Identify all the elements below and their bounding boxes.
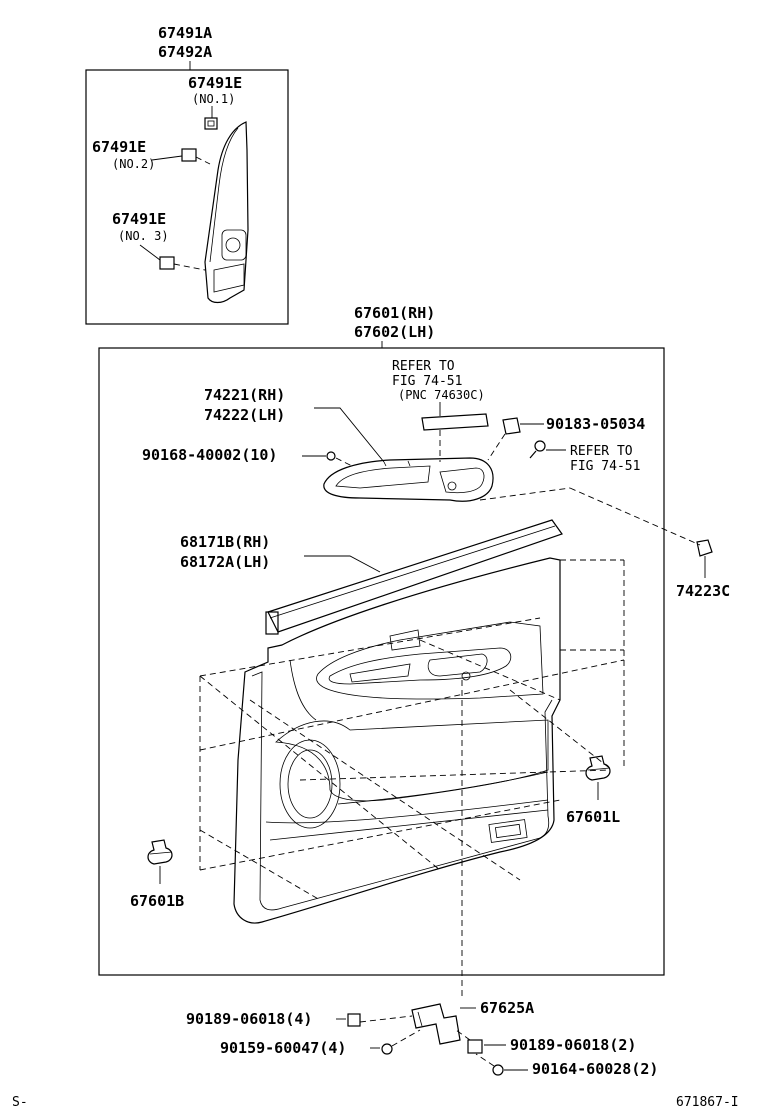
main-frame-box: [98, 347, 665, 976]
label-67601-rh: 67601(RH): [354, 304, 435, 322]
label-68172a-lh: 68172A(LH): [180, 553, 270, 571]
label-67491a: 67491A: [158, 24, 212, 42]
clip-no1-part: [204, 117, 218, 130]
leader-weatherstrip: [304, 555, 381, 573]
panel-dash-lines: [199, 559, 625, 1000]
dash-to-74223c-b: [569, 487, 701, 546]
label-67602-lh: 67602(LH): [354, 323, 435, 341]
clip-67601b-part: [147, 839, 173, 865]
label-74223c: 74223C: [676, 582, 730, 600]
label-clip-no3: 67491E: [112, 210, 166, 228]
label-clip-no1-note: (NO.1): [192, 92, 235, 106]
label-67625a: 67625A: [480, 999, 534, 1017]
label-clip-no3-note: (NO. 3): [118, 229, 169, 243]
corner-label-left: S-: [12, 1095, 28, 1110]
label-67601l: 67601L: [566, 808, 620, 826]
inset-box-upper-trim: [85, 69, 289, 325]
upper-trim-panel: [204, 121, 249, 304]
clip-74223c-part: [696, 539, 713, 557]
screw-90168-part: [326, 451, 353, 467]
door-trim-panel: [233, 557, 561, 924]
label-67492a: 67492A: [158, 43, 212, 61]
bracket-67625a-part: [411, 1003, 461, 1045]
clip-right-2-part: [455, 1029, 483, 1054]
label-refer2-line1: REFER TO: [570, 444, 633, 459]
label-68171b-rh: 68171B(RH): [180, 533, 270, 551]
screw-right-2-part: [475, 1053, 504, 1076]
label-74221-rh: 74221(RH): [204, 386, 285, 404]
clip-no3-part: [159, 256, 206, 271]
leader-clip-no3: [139, 244, 161, 261]
clip-no2-part: [181, 148, 211, 165]
label-refer2-line2: FIG 74-51: [570, 459, 640, 474]
corner-label-right: 671867-I: [676, 1095, 739, 1110]
armrest-part: [323, 457, 494, 502]
weatherstrip-part: [265, 519, 563, 635]
screw-refer2-part: [529, 440, 546, 459]
dash-to-74223c-a: [479, 487, 571, 501]
label-screw-right-2: 90164-60028(2): [532, 1060, 658, 1078]
label-clip-no2: 67491E: [92, 138, 146, 156]
label-clip-90183: 90183-05034: [546, 415, 645, 433]
clip-67601l-part: [585, 755, 611, 781]
label-clip-left-4: 90189-06018(4): [186, 1010, 312, 1028]
label-clip-right-2: 90189-06018(2): [510, 1036, 636, 1054]
label-clip-no2-note: (NO.2): [112, 157, 155, 171]
label-clip-no1: 67491E: [188, 74, 242, 92]
screw-left-4-part: [381, 1029, 421, 1055]
label-screw-90168: 90168-40002(10): [142, 446, 277, 464]
clip-left-4-part: [347, 1013, 413, 1027]
leader-armrest: [314, 407, 385, 463]
label-refer1-line1: REFER TO: [392, 359, 455, 374]
leader-clip-no2: [151, 155, 183, 161]
clip-90183-part: [487, 417, 521, 461]
label-refer1-line2: FIG 74-51: [392, 374, 462, 389]
switch-base-part: [421, 413, 489, 462]
label-refer1-line3: (PNC 74630C): [398, 388, 485, 402]
label-74222-lh: 74222(LH): [204, 406, 285, 424]
label-67601b: 67601B: [130, 892, 184, 910]
label-screw-left-4: 90159-60047(4): [220, 1039, 346, 1057]
